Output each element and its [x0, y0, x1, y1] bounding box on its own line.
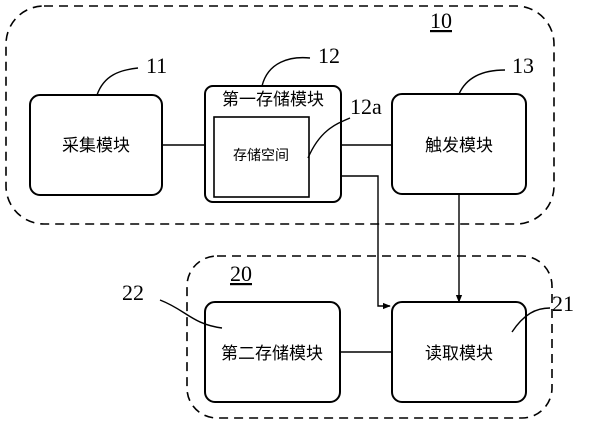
leader-21	[511, 307, 551, 333]
ref-21: 21	[552, 291, 574, 316]
second-storage-module-label: 第二存储模块	[221, 344, 323, 364]
first-storage-module-label: 第一存储模块	[222, 90, 324, 110]
read-module-box	[391, 301, 527, 403]
storage-space-box	[213, 116, 310, 198]
ref-12: 12	[318, 43, 340, 68]
ref-13: 13	[512, 53, 534, 78]
trigger-module-label: 触发模块	[425, 136, 493, 156]
storage-space-label: 存储空间	[233, 148, 289, 164]
arrow-read-storage-space	[309, 172, 391, 310]
collect-module-box	[29, 94, 163, 196]
leader-12	[261, 56, 311, 87]
leader-13	[458, 69, 506, 95]
ref-11: 11	[146, 53, 167, 78]
collect-module-label: 采集模块	[62, 136, 130, 156]
group-10-boundary	[5, 5, 555, 225]
group-20-ref: 20	[230, 261, 252, 286]
group-10-ref: 10	[430, 8, 452, 33]
ref-22: 22	[122, 280, 144, 305]
read-module-label: 读取模块	[425, 344, 493, 364]
second-storage-module-box	[204, 301, 341, 403]
leader-11	[96, 67, 139, 96]
leader-22	[159, 299, 223, 329]
leader-12a	[307, 117, 351, 159]
ref-12a: 12a	[350, 94, 382, 119]
